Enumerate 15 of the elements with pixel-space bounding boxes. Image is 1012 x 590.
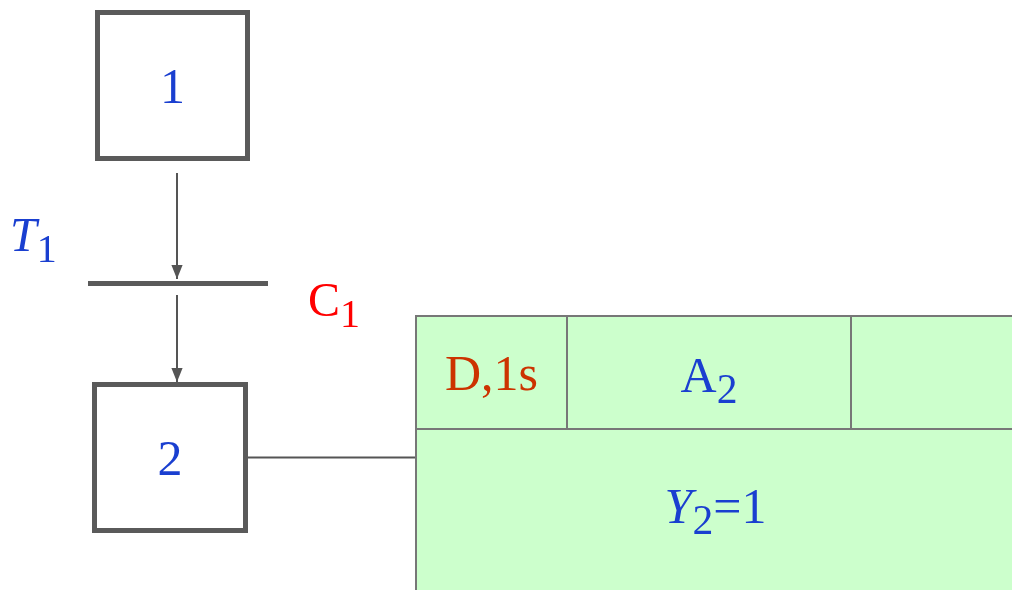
- transition-label: C$_{1}$: [308, 276, 360, 334]
- action-text: D,1s: [444, 347, 539, 398]
- action-block: [415, 315, 1012, 590]
- arrow: [171, 172, 183, 280]
- connector-line: [247, 456, 416, 459]
- step-number: 1: [160, 60, 185, 111]
- action-qualifier: [417, 317, 568, 430]
- transition-label: T$_{1}$: [10, 211, 57, 269]
- action-name: [568, 317, 852, 430]
- action-text: Y$_{2}$=1: [664, 480, 767, 542]
- step-box: [95, 10, 250, 161]
- step-box: [92, 382, 248, 533]
- arrow: [171, 294, 183, 383]
- action-text: A$_{2}$: [680, 349, 738, 411]
- step-number: 2: [157, 432, 183, 483]
